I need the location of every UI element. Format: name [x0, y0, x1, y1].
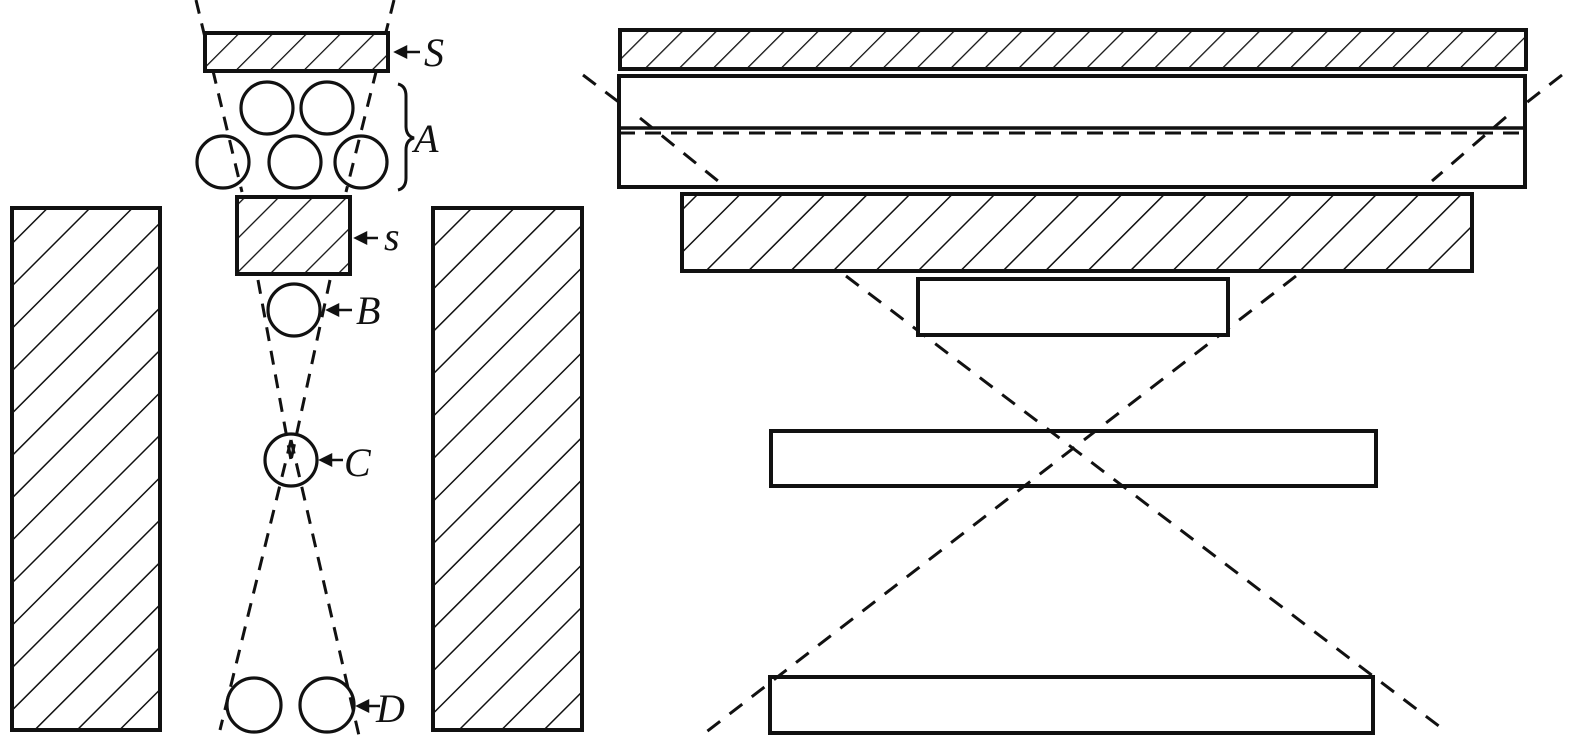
label-A: A: [411, 116, 439, 161]
right-hatched-pillar: [431, 206, 584, 732]
label-B: B: [356, 288, 380, 333]
arrow-icon: [325, 302, 352, 318]
left-panel: S A s B C: [10, 0, 584, 741]
circle-C: [263, 432, 319, 488]
top-hatched-plate: [618, 28, 1528, 71]
bottom-plate: [768, 675, 1375, 735]
right-panel: [582, 28, 1563, 735]
label-D: D: [375, 686, 405, 731]
double-layer-plate: [617, 74, 1527, 189]
label-C: C: [344, 440, 372, 485]
brace-icon: [397, 82, 415, 192]
circle-group-A: [195, 80, 389, 190]
label-s: s: [384, 214, 400, 259]
arrow-icon: [355, 698, 380, 714]
circle-group-D: [225, 676, 356, 734]
arrow-icon: [318, 452, 343, 468]
left-hatched-pillar: [10, 206, 162, 732]
circle-B: [266, 282, 322, 338]
dashed-beam-lines: [194, 0, 396, 741]
arrow-icon: [353, 230, 378, 246]
middle-plate: [769, 429, 1378, 488]
label-S: S: [424, 30, 444, 75]
source-plate-S: [203, 31, 390, 73]
arrow-icon: [393, 44, 420, 60]
second-hatched-plate: [680, 192, 1474, 273]
dashed-ray-lines: [582, 73, 1563, 735]
block-s: [235, 195, 352, 276]
